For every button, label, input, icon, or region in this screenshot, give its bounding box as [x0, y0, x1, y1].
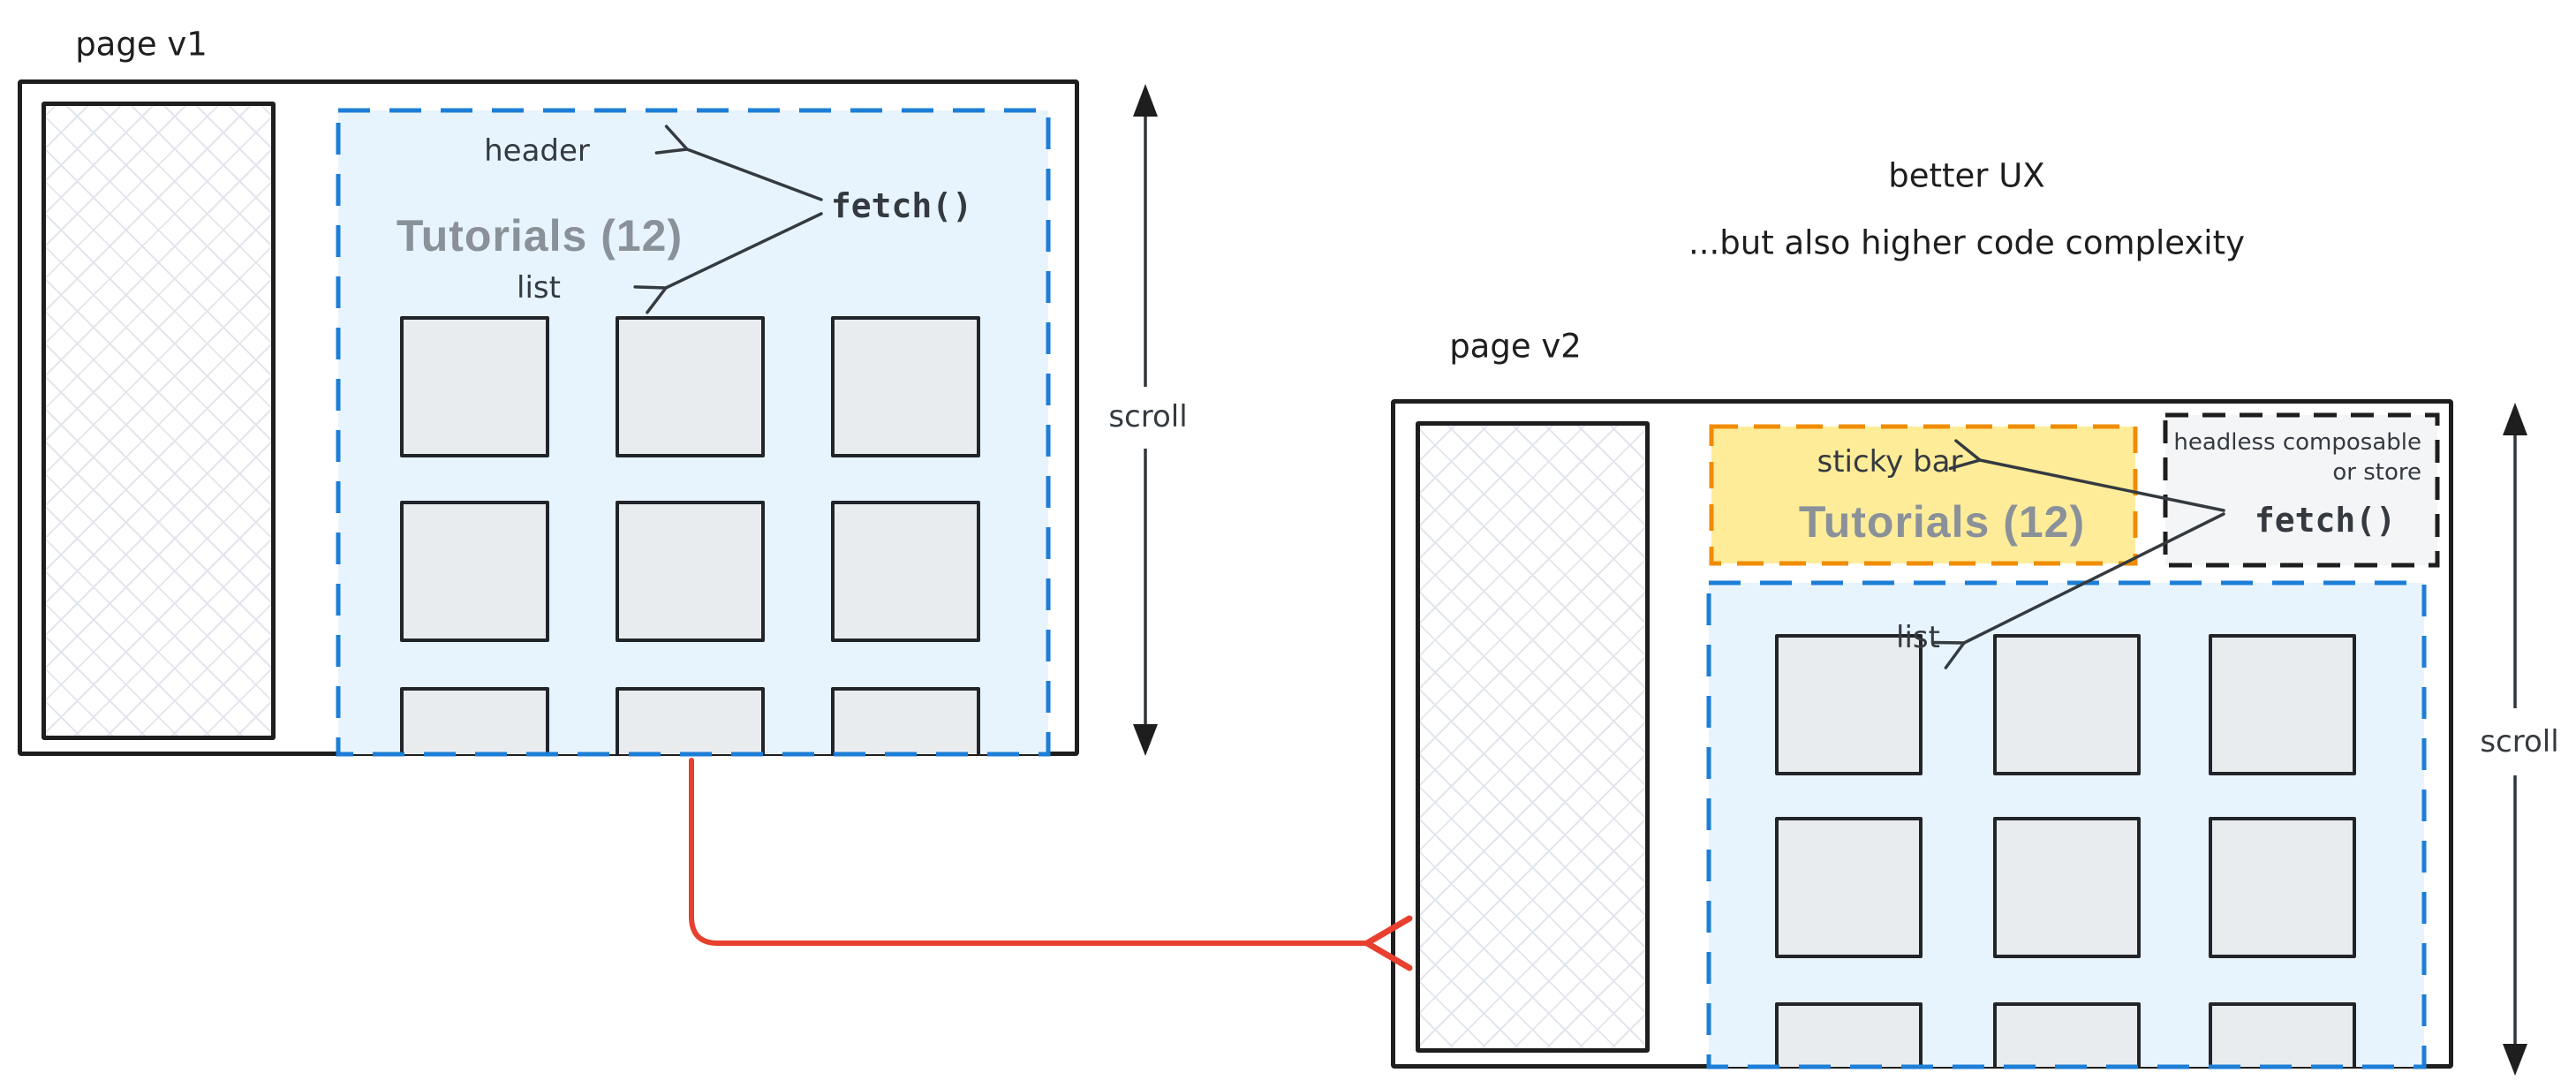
page-v2-title: Tutorials (12): [1798, 497, 2086, 547]
tutorial-card: [616, 316, 765, 457]
header-annotation: header: [484, 133, 590, 169]
fetch-label-v2: fetch(): [2254, 501, 2397, 540]
sticky-bar-annotation: sticky bar: [1817, 444, 1963, 480]
list-annotation-v2: list: [1896, 620, 1940, 655]
page-v2-list-region: [1709, 583, 2424, 1067]
tutorial-card: [831, 316, 980, 457]
tutorial-card: [2209, 817, 2356, 958]
scroll-label-v1: scroll: [1108, 399, 1188, 434]
scroll-label-v2: scroll: [2480, 724, 2559, 759]
tutorial-card: [1775, 634, 1923, 775]
tutorial-card: [1775, 1002, 1923, 1067]
tutorial-card: [400, 687, 549, 754]
tutorial-card: [1993, 817, 2141, 958]
tutorial-card: [616, 687, 765, 754]
red-transition-arrow: [689, 758, 1413, 971]
tutorial-card: [1775, 817, 1923, 958]
note-line-2: ...but also higher code complexity: [1688, 223, 2245, 262]
tutorial-card: [1993, 1002, 2141, 1067]
headless-box-line-1: headless composable: [2173, 429, 2421, 456]
tutorial-card: [831, 687, 980, 754]
page-v2-sidebar: [1416, 421, 1650, 1053]
note-line-1: better UX: [1888, 156, 2045, 195]
page-v2-label: page v2: [1449, 327, 1582, 366]
page-v1-title: Tutorials (12): [396, 211, 684, 261]
tutorial-card: [1993, 634, 2141, 775]
tutorial-card: [616, 501, 765, 642]
tutorial-card: [400, 316, 549, 457]
list-annotation-v1: list: [517, 270, 561, 306]
tutorial-card: [2209, 1002, 2356, 1067]
tutorial-card: [2209, 634, 2356, 775]
page-v1-sidebar: [42, 102, 276, 740]
tutorial-card: [400, 501, 549, 642]
fetch-label-v1: fetch(): [830, 186, 973, 225]
headless-box-line-2: or store: [2332, 459, 2421, 486]
page-v1-label: page v1: [75, 25, 208, 64]
tutorial-card: [831, 501, 980, 642]
